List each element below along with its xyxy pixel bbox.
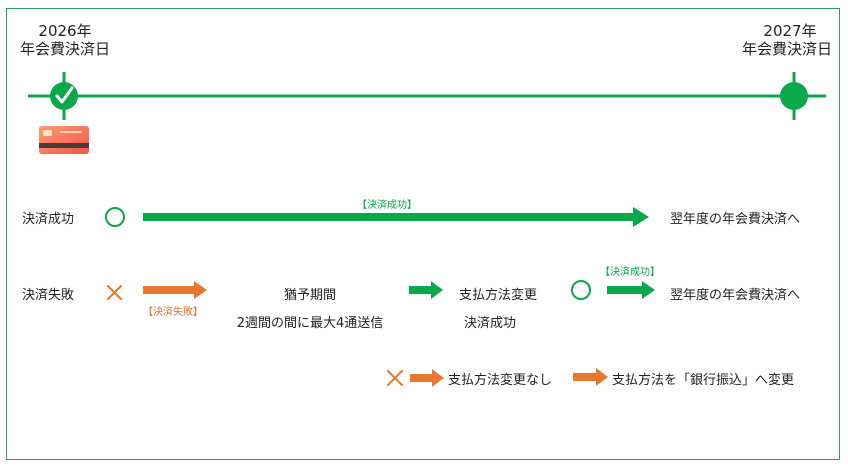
grace-period-title: 猶予期間 (283, 288, 336, 303)
success-arrow-tag: 【決済成功】 (357, 200, 417, 211)
bank-transfer-arrow (573, 368, 608, 386)
diagram-frame (6, 8, 840, 460)
success-circle-icon (105, 207, 125, 227)
no-change-cross-icon (387, 370, 403, 386)
payment-success-label: 決済成功 (463, 316, 516, 331)
retry-success-circle-icon (571, 280, 591, 300)
success-row-label: 決済成功 (22, 212, 75, 227)
method-change-label: 支払方法変更 (458, 288, 537, 303)
start-year: 2026年 (38, 22, 92, 40)
end-label: 年会費決済日 (741, 40, 832, 58)
grace-period-detail: 2週間の間に最大4通送信 (236, 316, 384, 331)
success-long-arrow (143, 207, 649, 227)
change-to-bank-transfer-label: 支払方法を「銀行振込」へ変更 (612, 373, 795, 388)
failure-result: 翌年度の年会費決済へ (670, 288, 801, 303)
retry-success-tag: 【決済成功】 (600, 267, 660, 278)
failure-row-label: 決済失敗 (22, 288, 75, 303)
check-icon (55, 86, 74, 104)
end-node (780, 82, 808, 110)
credit-card-icon (39, 126, 89, 154)
retry-success-arrow (607, 281, 655, 299)
start-label: 年会費決済日 (19, 40, 110, 58)
end-year: 2027年 (763, 22, 817, 40)
no-change-arrow (410, 369, 444, 387)
start-node (50, 82, 78, 110)
no-method-change-label: 支払方法変更なし (448, 373, 553, 388)
method-change-green-arrow (409, 281, 443, 299)
fail-cross-icon (107, 285, 122, 300)
fail-arrow-tag: 【決済失敗】 (143, 307, 203, 318)
success-result: 翌年度の年会費決済へ (670, 212, 801, 227)
fail-orange-arrow (143, 281, 207, 299)
